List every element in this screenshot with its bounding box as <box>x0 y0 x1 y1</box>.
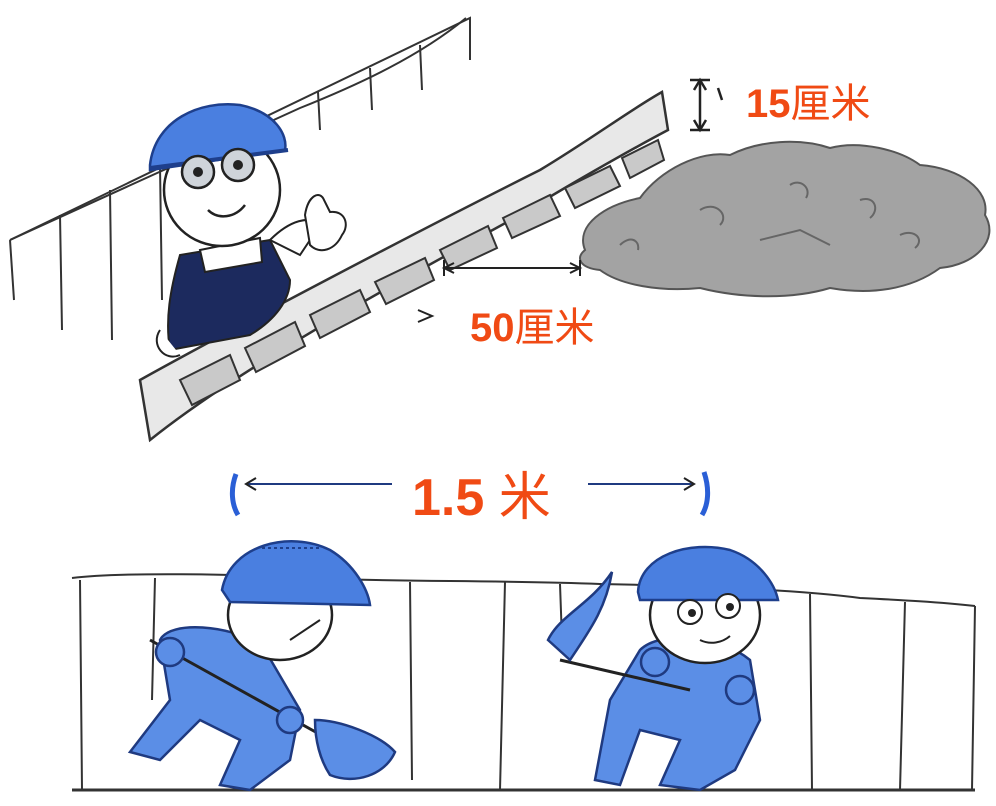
bottom-scene <box>71 471 976 792</box>
distance-label-unit: 厘米 <box>514 306 595 350</box>
depth-label-unit: 厘米 <box>790 82 871 126</box>
trench-top-edge <box>9 17 467 241</box>
top-scene <box>9 16 991 443</box>
worker-with-pickaxe-icon <box>546 545 780 792</box>
measure-arrow-spacing <box>229 471 711 517</box>
soil-pile-icon <box>579 140 991 298</box>
distance-label: 50厘米 <box>470 308 595 348</box>
distance-label-number: 50 <box>470 306 515 350</box>
soil-texture <box>619 181 920 251</box>
trench-edge-blocks <box>178 138 666 407</box>
spacing-label-unit: 米 <box>498 469 551 527</box>
spacing-label-number: 1.5 <box>412 469 485 527</box>
worker-with-shovel-icon <box>127 540 397 792</box>
worker-thumbs-up-icon <box>148 103 347 358</box>
depth-label-number: 15 <box>746 82 791 126</box>
spacing-label: 1.5 米 <box>412 472 551 524</box>
measure-arrow-distance <box>417 260 583 323</box>
depth-label: 15厘米 <box>746 84 871 124</box>
measure-arrow-depth <box>690 77 724 133</box>
